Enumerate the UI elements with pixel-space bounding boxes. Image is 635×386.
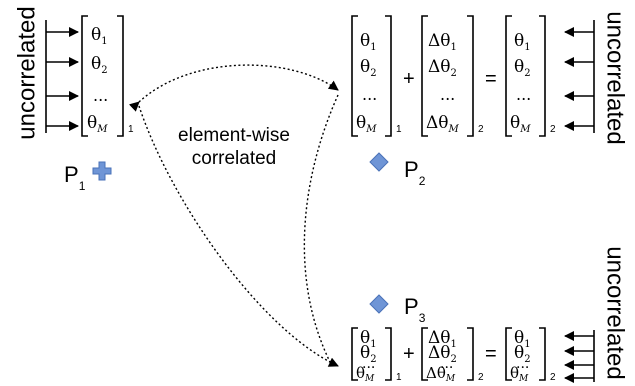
matrix-p3-delta: Δθ1 Δθ2 ... ΔθM 2: [421, 327, 484, 384]
uncorrelated-label-top-right: uncorrelated: [602, 11, 629, 144]
theta1: θ1: [360, 328, 377, 350]
dots: ...: [516, 85, 531, 104]
point-p1: P1: [64, 161, 112, 193]
matrix-p2-result: θ1 θ2 ... θM 2: [505, 15, 556, 137]
output-arrows-top-right: [564, 20, 595, 133]
group-p1: uncorrelated θ1 θ2 ... θM 1 P1: [13, 6, 134, 193]
thetaM: θM: [356, 364, 375, 384]
theta2: θ2: [514, 57, 531, 79]
uncorrelated-label-left: uncorrelated: [13, 6, 40, 139]
matrix-p1: θ1 θ2 ... θM 1: [81, 15, 134, 137]
diamond-icon: [369, 294, 389, 314]
theta2: θ2: [514, 343, 531, 365]
point-p3: P3: [369, 294, 426, 325]
output-arrows-bottom-right: [564, 330, 595, 383]
p3-label: P3: [404, 294, 426, 325]
plus-operator: +: [403, 343, 415, 365]
plus-cross-icon: [92, 161, 112, 181]
thetaM: θM: [510, 364, 529, 384]
dots: ...: [440, 356, 453, 372]
point-p2: P2: [369, 152, 426, 188]
theta1: θ1: [360, 31, 377, 53]
diamond-icon: [369, 152, 389, 172]
delta-thetaM: ΔθM: [426, 364, 456, 384]
bracket-left: [81, 15, 88, 137]
matrix-subscript: 1: [128, 124, 134, 135]
connector-p1-p2: [128, 64, 339, 112]
matrix-p3-result: θ1 θ2 ... θM 2: [505, 327, 556, 384]
delta-theta2: Δθ2: [428, 57, 457, 79]
correlation-label: element-wise correlated: [178, 120, 290, 172]
theta1: θ1: [514, 31, 531, 53]
correlation-line1: element-wise: [178, 125, 290, 146]
theta2: θ2: [360, 343, 377, 365]
matrix-p3-theta: θ1 θ2 ... θM 1: [351, 327, 402, 384]
bracket-right: [117, 15, 124, 137]
thetaM: θM: [356, 113, 377, 135]
theta1: θ1: [91, 25, 108, 47]
dots: ...: [93, 86, 108, 105]
thetaM: θM: [510, 113, 531, 135]
matrix-subscript: 1: [396, 372, 402, 383]
matrix-subscript: 2: [550, 124, 556, 135]
matrix-subscript: 2: [478, 372, 484, 383]
dots: ...: [362, 85, 377, 104]
uncorrelated-label-bottom-right: uncorrelated: [602, 246, 629, 379]
input-arrows-left: [45, 20, 79, 133]
p1-label: P1: [64, 162, 86, 193]
matrix-subscript: 1: [396, 124, 402, 135]
delta-theta2: Δθ2: [428, 343, 457, 365]
delta-thetaM: ΔθM: [426, 113, 460, 135]
theta1: θ1: [514, 328, 531, 350]
theta2: θ2: [360, 57, 377, 79]
matrix-subscript: 2: [478, 124, 484, 135]
matrix-p2-delta: Δθ1 Δθ2 ... ΔθM 2: [421, 15, 484, 137]
p2-label: P2: [404, 157, 426, 188]
equals-operator: =: [485, 68, 497, 90]
dots: ...: [362, 356, 375, 372]
equals-operator: =: [485, 343, 497, 365]
dots: ...: [516, 356, 529, 372]
dots: ...: [440, 85, 455, 104]
delta-theta1: Δθ1: [428, 31, 457, 53]
theta2: θ2: [91, 54, 108, 76]
correlation-line2: correlated: [192, 148, 277, 169]
connector-p2-p3: [303, 94, 339, 363]
connector-p1-p3: [138, 105, 339, 367]
plus-operator: +: [403, 68, 415, 90]
group-p3: P3 θ1 θ2 ... θM 1 + Δθ1 Δθ2 ... ΔθM 2 = …: [351, 246, 629, 384]
matrix-p2-theta: θ1 θ2 ... θM 1: [351, 15, 402, 137]
matrix-subscript: 2: [550, 372, 556, 383]
group-p2: θ1 θ2 ... θM 1 + Δθ1 Δθ2 ... ΔθM 2 = θ1 …: [351, 11, 629, 188]
thetaM: θM: [87, 113, 108, 135]
delta-theta1: Δθ1: [428, 328, 457, 350]
correlation-connectors: [128, 64, 339, 367]
